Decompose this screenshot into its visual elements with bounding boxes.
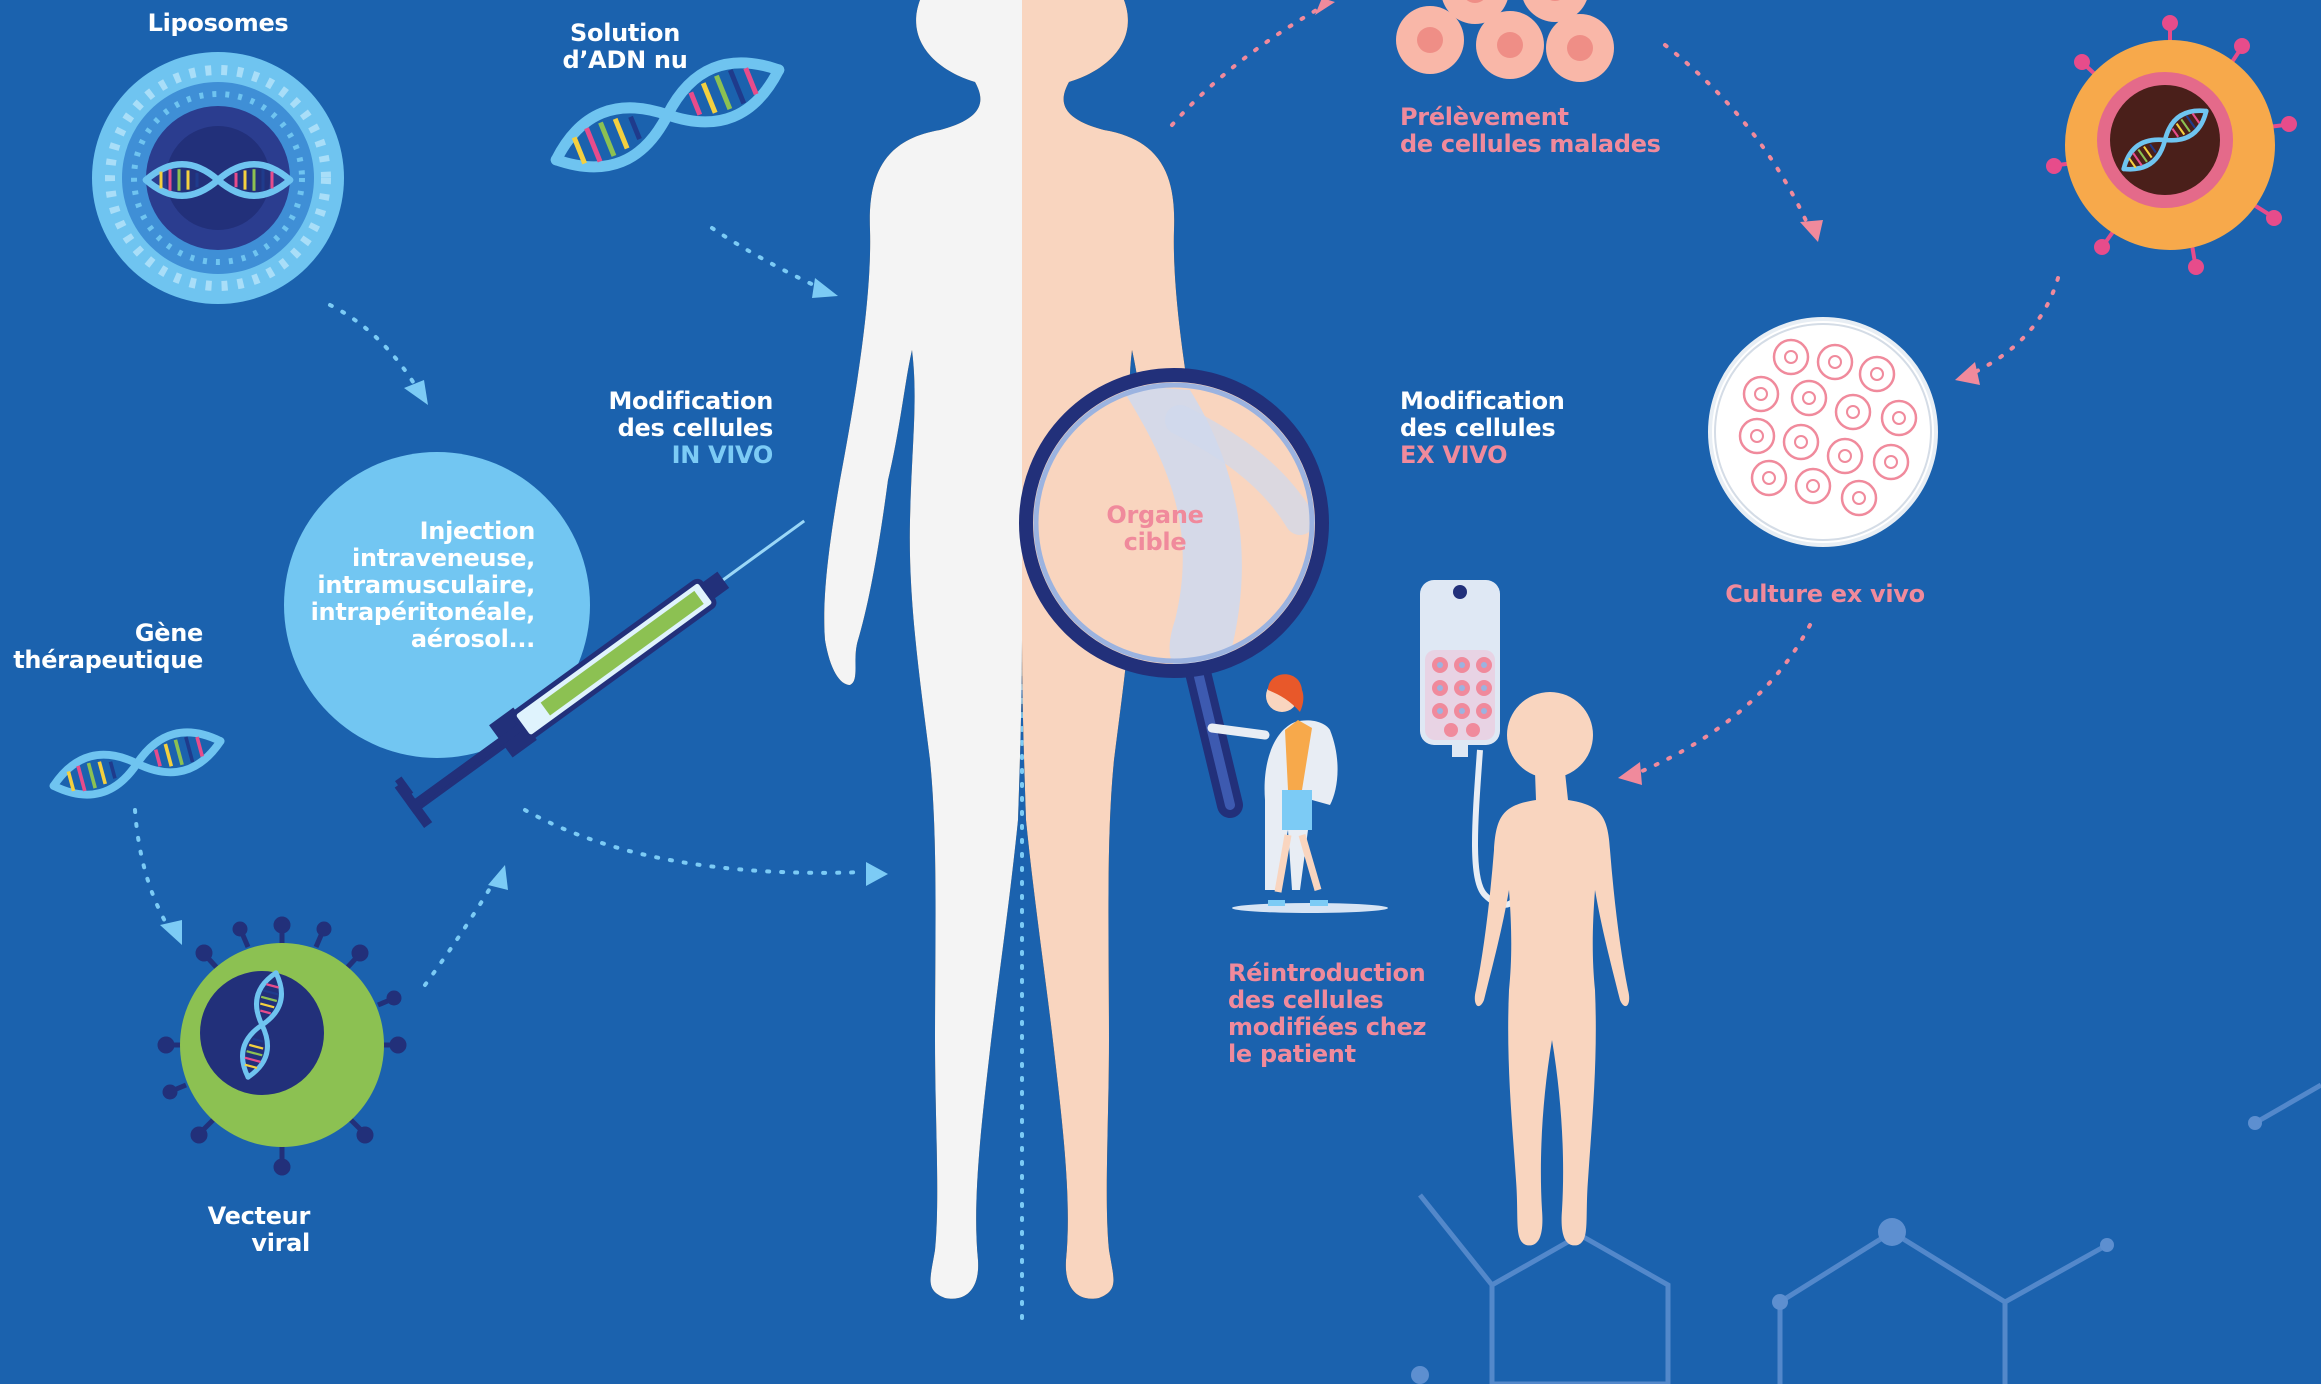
reintroduction-label: Réintroduction des cellules modifiées ch… bbox=[1228, 960, 1458, 1068]
organe-cible-label: Organe cible bbox=[1080, 502, 1230, 556]
modification-in-vivo-label: Modification des cellules IN VIVO bbox=[560, 388, 773, 469]
prelevement-label: Prélèvement de cellules malades bbox=[1400, 104, 1700, 158]
gene-therapeutique-label: Gène thérapeutique bbox=[0, 620, 203, 674]
vecteur-viral-label: Vecteur viral bbox=[150, 1203, 310, 1257]
liposomes-label: Liposomes bbox=[118, 10, 318, 37]
injection-label: Injection intraveneuse, intramusculaire,… bbox=[290, 518, 535, 653]
modification-ex-vivo-label: Modification des cellules EX VIVO bbox=[1400, 388, 1650, 469]
culture-ex-vivo-label: Culture ex vivo bbox=[1700, 581, 1950, 608]
solution-adn-label: Solution d’ADN nu bbox=[525, 20, 725, 74]
